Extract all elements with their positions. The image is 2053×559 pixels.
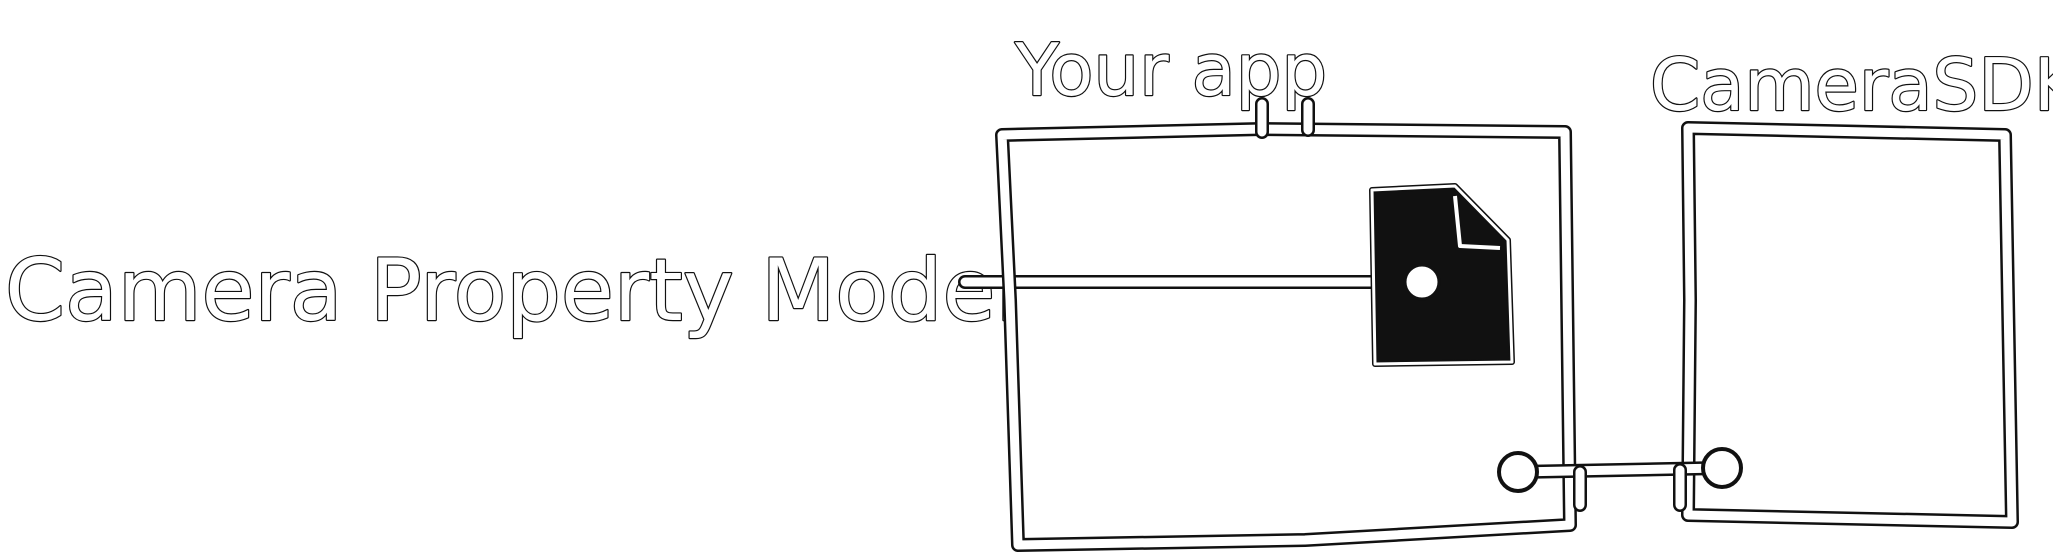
app-port (1497, 451, 1539, 493)
camera-property-model-label: Camera Property Model (5, 241, 1019, 341)
your-app-title: Your app (1014, 28, 1327, 112)
sdk-port (1701, 447, 1743, 489)
document-icon (1369, 183, 1515, 367)
your-app-box (995, 97, 1577, 552)
camerasdk-title: CameraSDK (1650, 43, 2053, 127)
app-sdk-link (1497, 447, 1743, 512)
camerasdk-box (1681, 121, 2019, 529)
